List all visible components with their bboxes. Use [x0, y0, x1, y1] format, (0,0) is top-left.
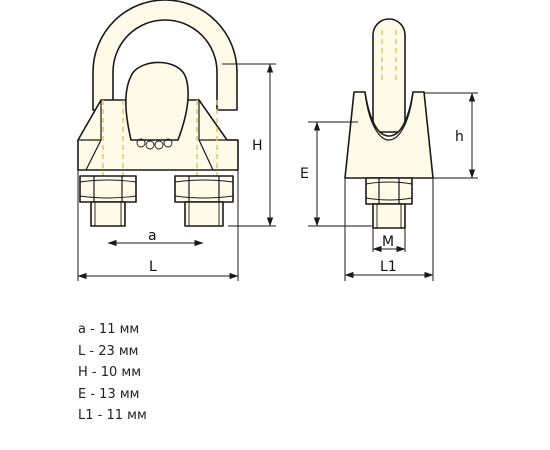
rope-cross-section: [125, 61, 189, 141]
side-view: E h M L1: [300, 18, 478, 281]
dimension-H: H: [222, 63, 276, 227]
dimension-E: E: [300, 121, 372, 227]
dimension-H-label: H: [252, 138, 263, 154]
dimension-L-label: L: [149, 259, 157, 275]
u-bolt-side: [372, 18, 406, 133]
spec-L: L - 23 мм: [78, 343, 139, 359]
dimension-h-label: h: [455, 129, 464, 145]
dimension-M: M: [372, 228, 406, 253]
front-view: a L H: [77, 0, 276, 281]
dimension-h: h: [424, 92, 478, 179]
specification-list: a - 11 мм L - 23 мм H - 10 мм E - 13 мм …: [78, 319, 147, 427]
dimension-E-label: E: [300, 166, 309, 182]
dimension-a-label: a: [148, 228, 157, 244]
hex-nut-right: [174, 175, 234, 227]
spec-H: H - 10 мм: [78, 365, 142, 380]
crimp-detail: [136, 138, 173, 150]
dimension-L1-label: L1: [380, 259, 397, 275]
dimension-a: a: [107, 228, 204, 247]
spec-L1: L1 - 11 мм: [78, 408, 147, 423]
dimension-L1: L1: [344, 178, 434, 281]
hex-nut-side: [365, 177, 413, 229]
u-bolt: [92, 0, 238, 111]
spec-E: E - 13 мм: [78, 386, 140, 402]
spec-a: a - 11 мм: [78, 322, 140, 337]
wire-rope-clip-drawing: a L H: [77, 0, 478, 281]
dimension-M-label: M: [382, 234, 394, 250]
hex-nut-left: [79, 175, 137, 227]
